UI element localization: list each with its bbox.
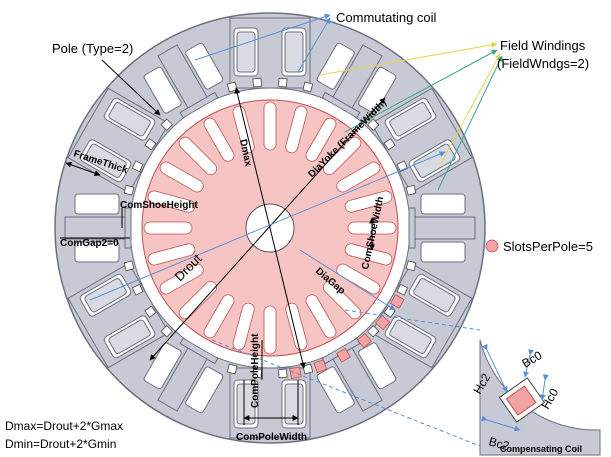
compensating-slot [396, 283, 409, 296]
rotor-slot [263, 305, 277, 355]
hc0-label: Hc0 [538, 386, 561, 412]
com-shoe-height-label: ComShoeHeight [120, 200, 198, 211]
field-windings-label: Field Windings [500, 38, 586, 53]
com-gap2-label: ComGap2=0 [60, 238, 119, 249]
compensating-coil-detail [479, 339, 601, 456]
rotor-slot [263, 101, 277, 151]
compensating-slot [405, 260, 417, 272]
com-coil-pointer-1 [194, 13, 331, 61]
compensating-coil-label: Compensating Coil [500, 444, 582, 454]
highlight-slot [289, 366, 302, 380]
compensating-slot [252, 368, 263, 379]
main-pole [370, 262, 473, 369]
zoom-line-2 [211, 339, 491, 451]
compensating-slot [123, 184, 135, 196]
com-pole-height-label: ComPoleHeight [250, 333, 261, 408]
compensating-slot [302, 363, 314, 375]
zoom-line-1 [344, 309, 481, 331]
pole-type-label: Pole (Type=2) [52, 41, 133, 56]
commutating-pole [408, 193, 476, 263]
dia-yoke-line [89, 151, 446, 301]
com-coil-pointer-2 [297, 17, 331, 73]
compensating-slot [405, 184, 417, 196]
dia-gap-line [299, 249, 396, 311]
compensating-slot [226, 81, 238, 93]
compensating-slot [226, 363, 238, 375]
slot-marker [485, 239, 499, 253]
compensating-slot [131, 283, 144, 296]
commutating-coil-label: Commutating coil [336, 10, 437, 25]
slots-per-pole-label: SlotsPerPole=5 [503, 239, 593, 254]
eq-dmin: Dmin=Drout+2*Gmin [5, 437, 116, 451]
commutating-poles [64, 42, 476, 414]
bc0-label: Bc0 [520, 348, 545, 371]
field-winding-pointers [319, 41, 503, 191]
compensating-slot [277, 368, 288, 379]
main-pole [229, 367, 311, 439]
compensating-slot [277, 77, 288, 88]
compensating-slot [252, 77, 263, 88]
blue-dimensions [89, 13, 491, 451]
main-pole [370, 87, 473, 194]
frame-thick-line [65, 161, 101, 177]
main-pole [229, 17, 311, 89]
eq-dmax: Dmax=Drout+2*Gmax [5, 419, 123, 433]
dmax-line [234, 87, 306, 369]
com-pole-width-label: ComPoleWidth [236, 432, 307, 443]
compensating-slot [131, 160, 144, 173]
compensating-slot [302, 81, 314, 93]
main-pole [67, 262, 170, 369]
rotor-slot [143, 221, 193, 235]
bc2-label: Bc2 [487, 434, 511, 453]
dimension-lines [60, 59, 386, 425]
compensating-slot [123, 260, 135, 272]
highlight-slot [313, 359, 328, 374]
field-wndgs-label: (FieldWndgs=2) [497, 56, 589, 71]
compensating-slot [383, 138, 396, 151]
